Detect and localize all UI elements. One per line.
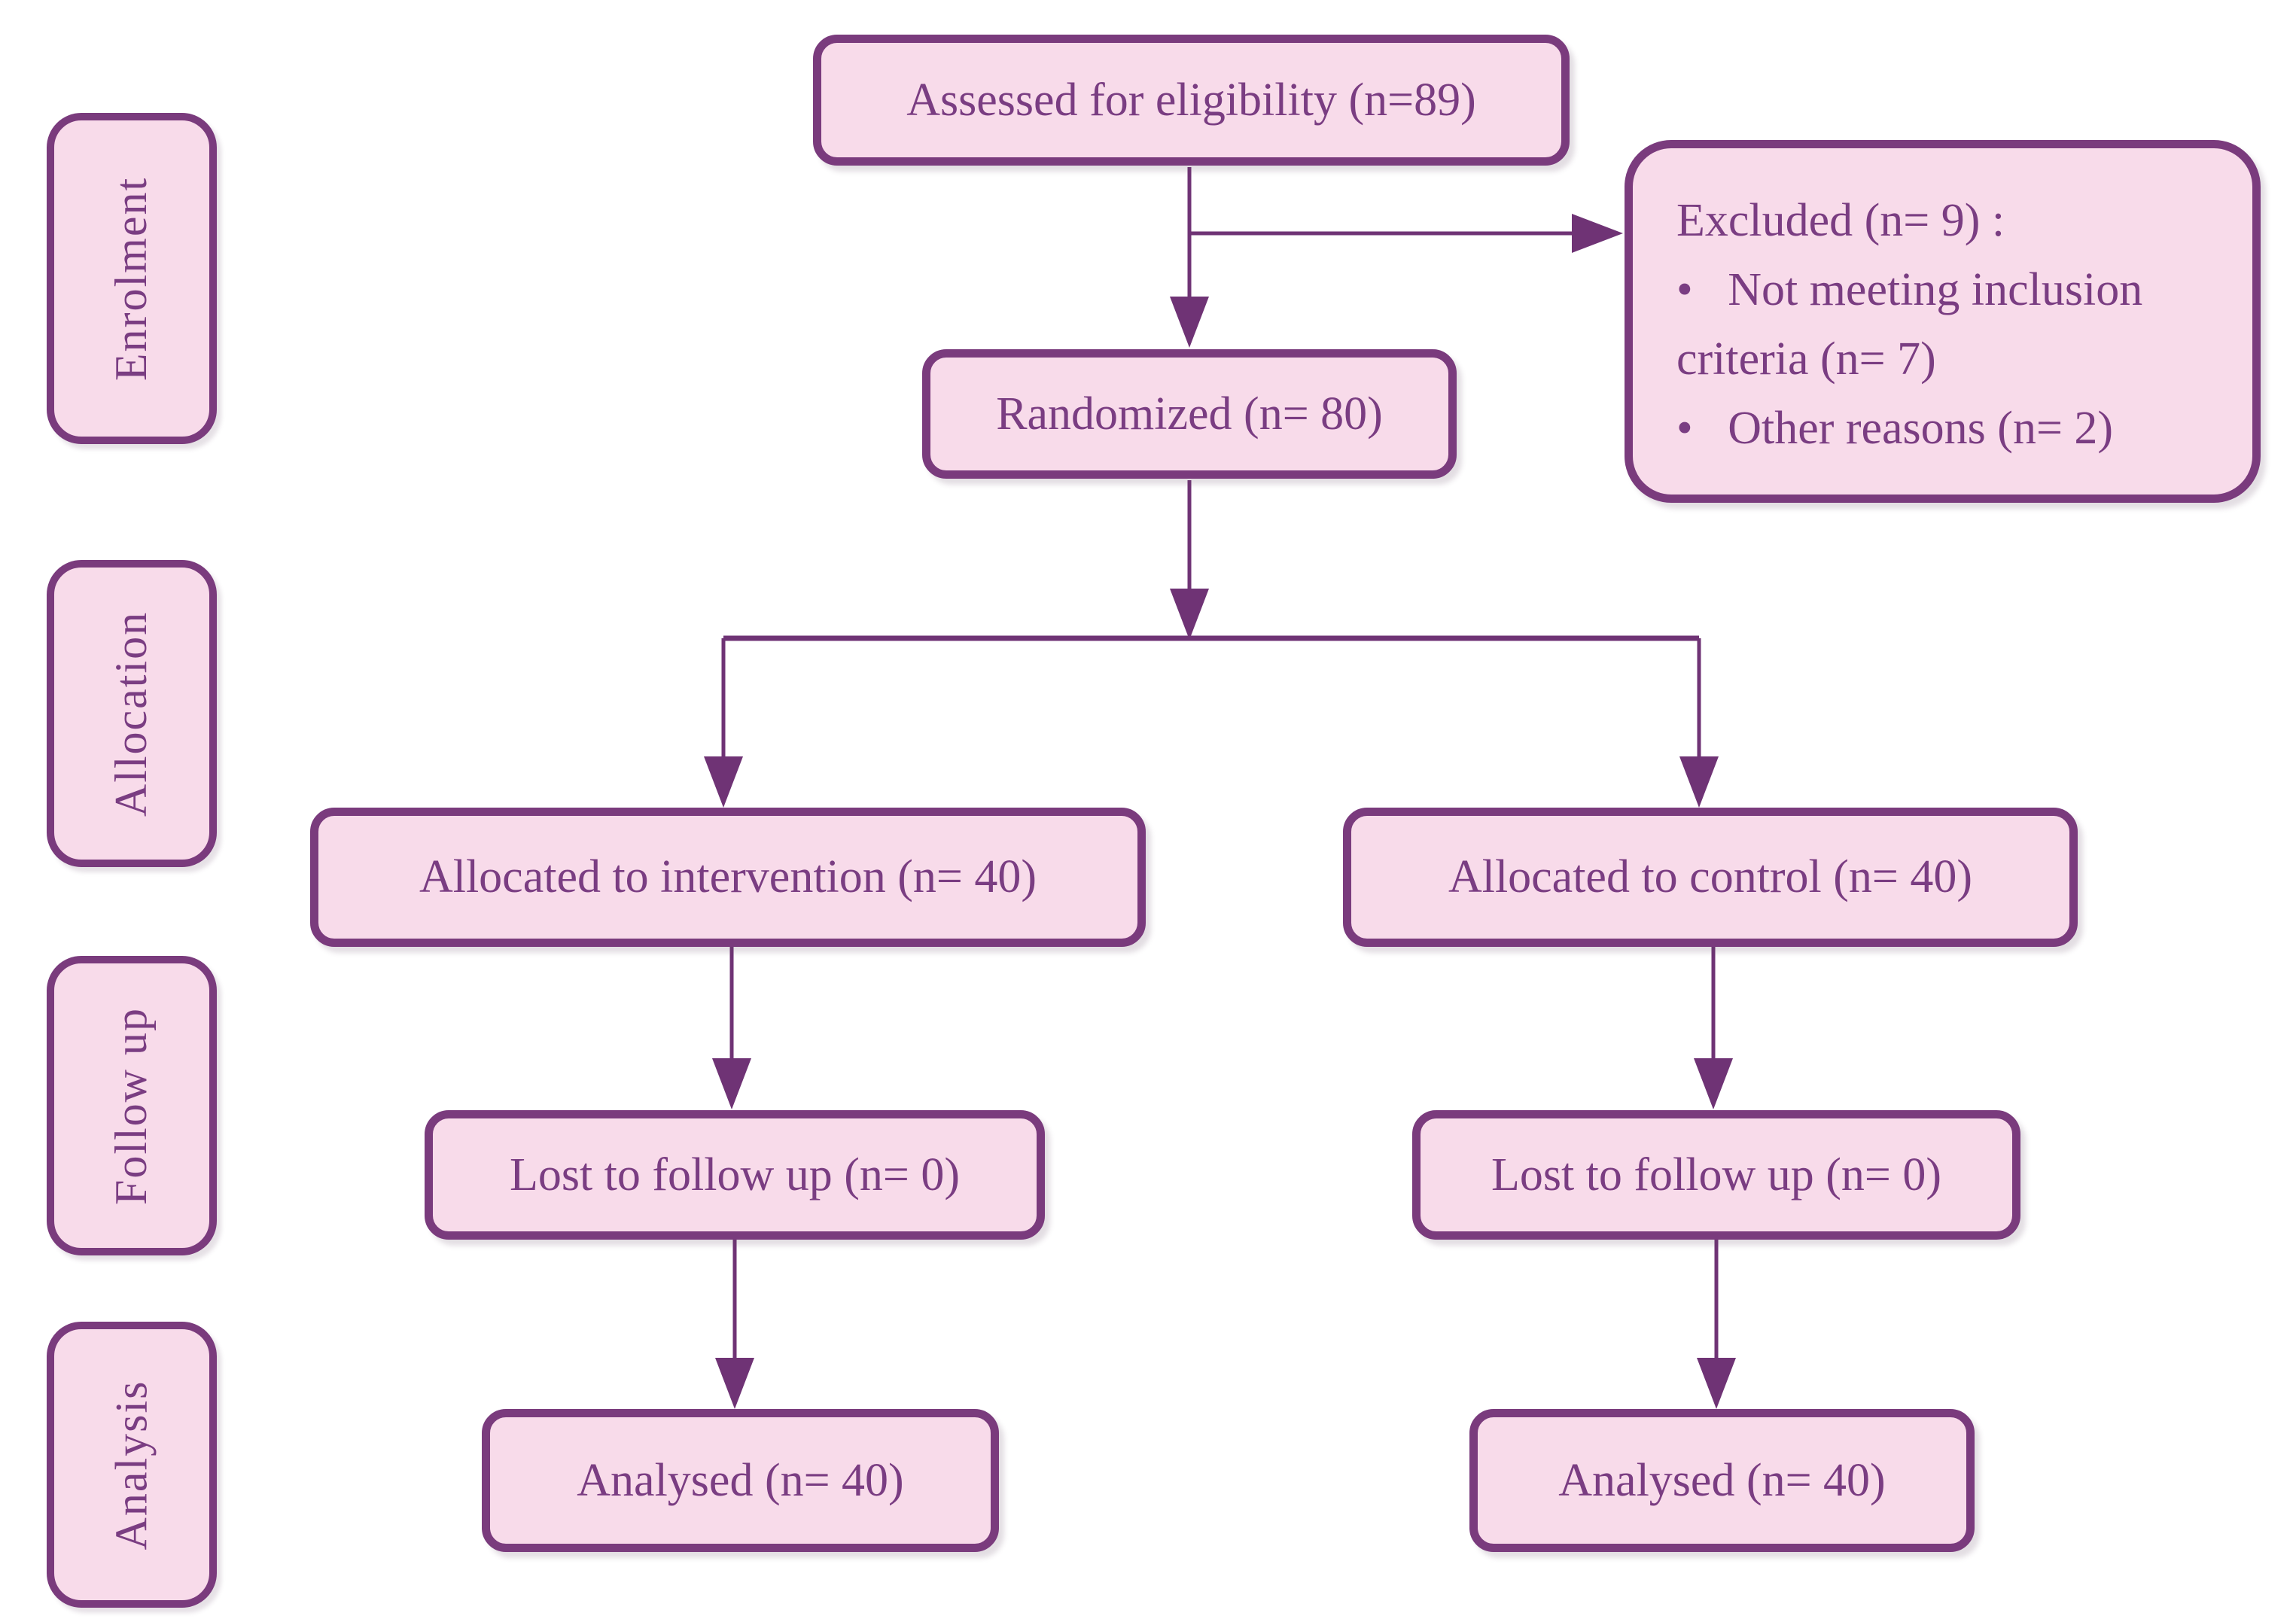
arrow-split-to-intervention	[704, 638, 743, 808]
stage-label-analysis: Analysis	[47, 1322, 217, 1608]
allocated-control-label: Allocated to control (n= 40)	[1448, 851, 1973, 902]
flow-box-lost-followup-control: Lost to follow up (n= 0)	[1412, 1110, 2020, 1240]
flow-box-allocated-intervention: Allocated to intervention (n= 40)	[310, 808, 1146, 947]
arrow-lost-to-analysed-control	[1697, 1240, 1736, 1409]
excluded-reason-2: • Other reasons (n= 2)	[1676, 403, 2114, 454]
arrowhead-down-icon	[715, 1358, 754, 1409]
flow-box-assessed-eligibility: Assessed for eligibility (n=89)	[813, 35, 1570, 166]
excluded-reason-1-cont: criteria (n= 7)	[1676, 333, 1936, 385]
flow-box-randomized: Randomized (n= 80)	[922, 349, 1457, 479]
flow-box-allocated-control: Allocated to control (n= 40)	[1343, 808, 2078, 947]
arrow-intervention-to-lost	[712, 947, 751, 1109]
analysed-intervention-label: Analysed (n= 40)	[577, 1454, 904, 1506]
arrowhead-down-icon	[1170, 589, 1209, 640]
arrowhead-down-icon	[1170, 297, 1209, 348]
analysed-control-label: Analysed (n= 40)	[1558, 1454, 1886, 1506]
lost-followup-control-label: Lost to follow up (n= 0)	[1491, 1149, 1942, 1201]
excluded-title: Excluded (n= 9) :	[1676, 195, 2005, 246]
flow-box-analysed-control: Analysed (n= 40)	[1469, 1409, 1975, 1552]
arrow-control-to-lost	[1694, 947, 1733, 1109]
arrowhead-down-icon	[1697, 1358, 1736, 1409]
stage-label-allocation-text: Allocation	[106, 610, 157, 817]
stage-label-followup-text: Follow up	[106, 1006, 157, 1205]
stage-label-allocation: Allocation	[47, 560, 217, 867]
arrowhead-down-icon	[704, 756, 743, 808]
excluded-reason-1: • Not meeting inclusion	[1676, 264, 2143, 315]
stage-label-enrolment-text: Enrolment	[106, 176, 157, 381]
stage-label-enrolment: Enrolment	[47, 113, 217, 444]
stage-label-analysis-text: Analysis	[106, 1380, 157, 1550]
randomized-label: Randomized (n= 80)	[996, 388, 1383, 440]
assessed-label: Assessed for eligibility (n=89)	[906, 74, 1476, 126]
lost-followup-intervention-label: Lost to follow up (n= 0)	[509, 1149, 961, 1201]
flow-box-excluded: Excluded (n= 9) : • Not meeting inclusio…	[1625, 140, 2261, 503]
arrow-lost-to-analysed-intervention	[715, 1240, 754, 1409]
arrow-split-to-control	[1679, 638, 1719, 808]
arrow-assessed-to-randomized	[1170, 167, 1209, 348]
arrowhead-down-icon	[712, 1058, 751, 1109]
stage-label-followup: Follow up	[47, 956, 217, 1255]
arrowhead-down-icon	[1694, 1058, 1733, 1109]
arrow-randomized-to-split	[1170, 480, 1209, 640]
flow-box-lost-followup-intervention: Lost to follow up (n= 0)	[425, 1110, 1045, 1240]
arrow-assessed-to-excluded	[1189, 214, 1623, 253]
arrowhead-right-icon	[1572, 214, 1623, 253]
arrowhead-down-icon	[1679, 756, 1719, 808]
flow-box-analysed-intervention: Analysed (n= 40)	[482, 1409, 999, 1552]
allocated-intervention-label: Allocated to intervention (n= 40)	[419, 851, 1037, 902]
